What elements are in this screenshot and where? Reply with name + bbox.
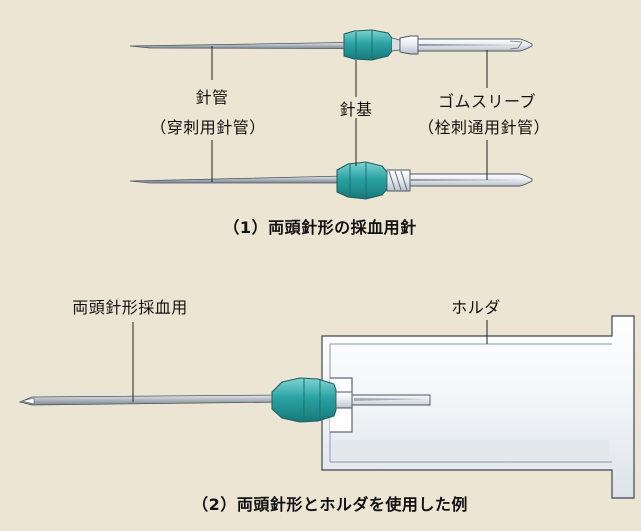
label-rubber-sleeve-sub: （栓刺通用針管） bbox=[417, 118, 551, 137]
holder-needle-hub bbox=[271, 377, 337, 423]
holder-inner-shade bbox=[332, 440, 610, 460]
rubber-sleeve-top bbox=[399, 35, 533, 55]
label-needle-tube-sub: （穿刺用針管） bbox=[150, 118, 266, 137]
needle-assembly-bottom bbox=[129, 161, 533, 200]
needle-assembly-top bbox=[129, 29, 533, 61]
leader-lines-bottom bbox=[132, 320, 488, 402]
threaded-sleeve-bottom bbox=[386, 169, 533, 192]
leader-lines-top bbox=[211, 46, 488, 182]
caption-figure-1: （1）両頭針形の採血用針 bbox=[223, 218, 417, 237]
label-holder: ホルダ bbox=[451, 298, 501, 317]
label-needle-tube: 針管 bbox=[195, 88, 229, 107]
holder-needle-tube bbox=[18, 394, 291, 406]
label-double-needle: 両頭針形採血用 bbox=[72, 298, 188, 317]
needle-tube-bottom bbox=[129, 175, 346, 184]
label-rubber-sleeve: ゴムスリーブ bbox=[437, 92, 537, 111]
holder-assembly bbox=[18, 315, 635, 499]
holder-flange bbox=[321, 315, 635, 499]
needle-hub-top bbox=[343, 29, 401, 61]
needle-tube-top bbox=[129, 42, 346, 49]
caption-figure-2: （2）両頭針形とホルダを使用した例 bbox=[192, 495, 468, 514]
needle-hub-bottom bbox=[336, 161, 388, 200]
label-needle-base: 針基 bbox=[339, 100, 373, 119]
